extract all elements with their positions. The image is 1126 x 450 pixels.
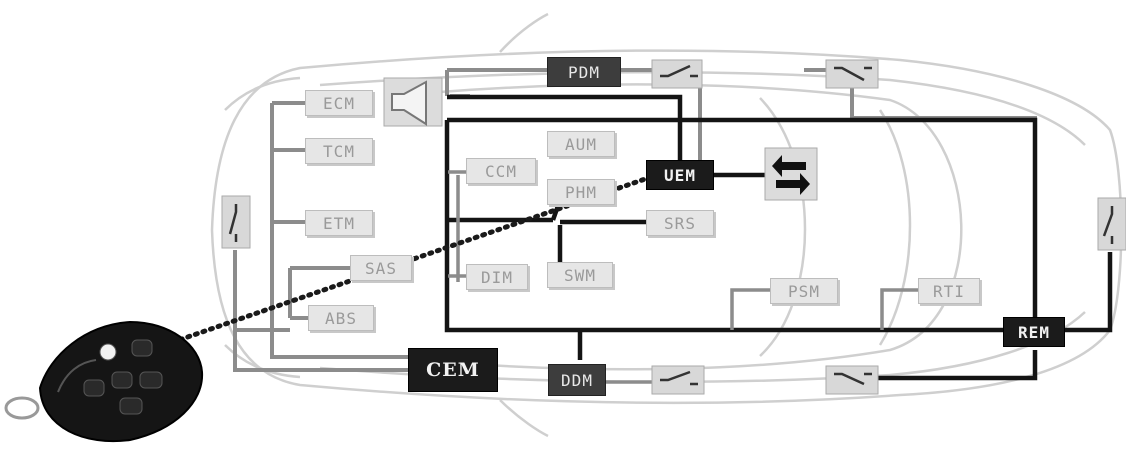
module-ddm: DDM: [548, 364, 606, 396]
module-cem: CEM: [408, 348, 498, 392]
switch-icon: [1097, 197, 1126, 251]
module-ccm: CCM: [466, 158, 536, 184]
switch-icon: [651, 365, 705, 395]
module-srs: SRS: [646, 210, 714, 236]
switch-icon: [825, 365, 879, 395]
module-swm: SWM: [547, 262, 613, 288]
horn-icon: [383, 77, 443, 127]
key-fob-icon: [4, 320, 204, 443]
module-ecm: ECM: [305, 90, 373, 116]
module-rti: RTI: [918, 278, 980, 304]
module-pdm: PDM: [547, 57, 621, 87]
module-phm: PHM: [547, 179, 615, 205]
module-etm: ETM: [305, 210, 373, 236]
module-uem: UEM: [646, 160, 714, 190]
module-psm: PSM: [770, 278, 838, 304]
switch-icon: [651, 59, 703, 89]
module-aum: AUM: [547, 131, 615, 157]
module-sas: SAS: [350, 255, 412, 281]
module-abs: ABS: [308, 305, 374, 331]
arrows-exchange-icon: [764, 147, 818, 201]
module-rem: REM: [1003, 317, 1065, 347]
psm-rti-grey-links: [448, 170, 918, 384]
left-grey-bus: [233, 101, 408, 372]
module-dim: DIM: [466, 264, 528, 290]
switch-icon: [221, 195, 251, 249]
module-tcm: TCM: [305, 138, 373, 164]
main-dark-bus: [444, 94, 1113, 381]
switch-icon: [825, 59, 879, 89]
